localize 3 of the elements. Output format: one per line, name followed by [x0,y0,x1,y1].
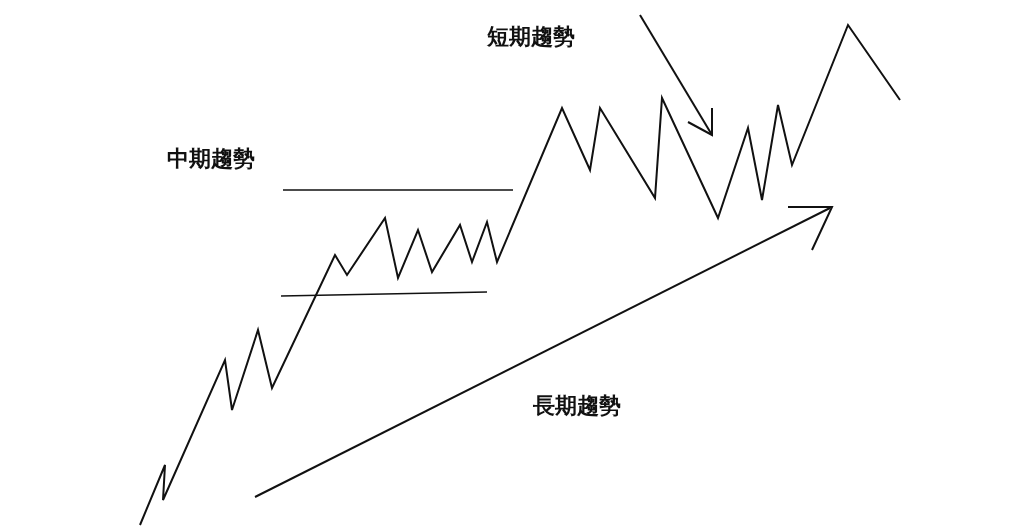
trend-label: 中期趨勢 [167,146,255,173]
trend-label: 長期趨勢 [533,393,621,420]
trend-label: 短期趨勢 [487,24,575,51]
